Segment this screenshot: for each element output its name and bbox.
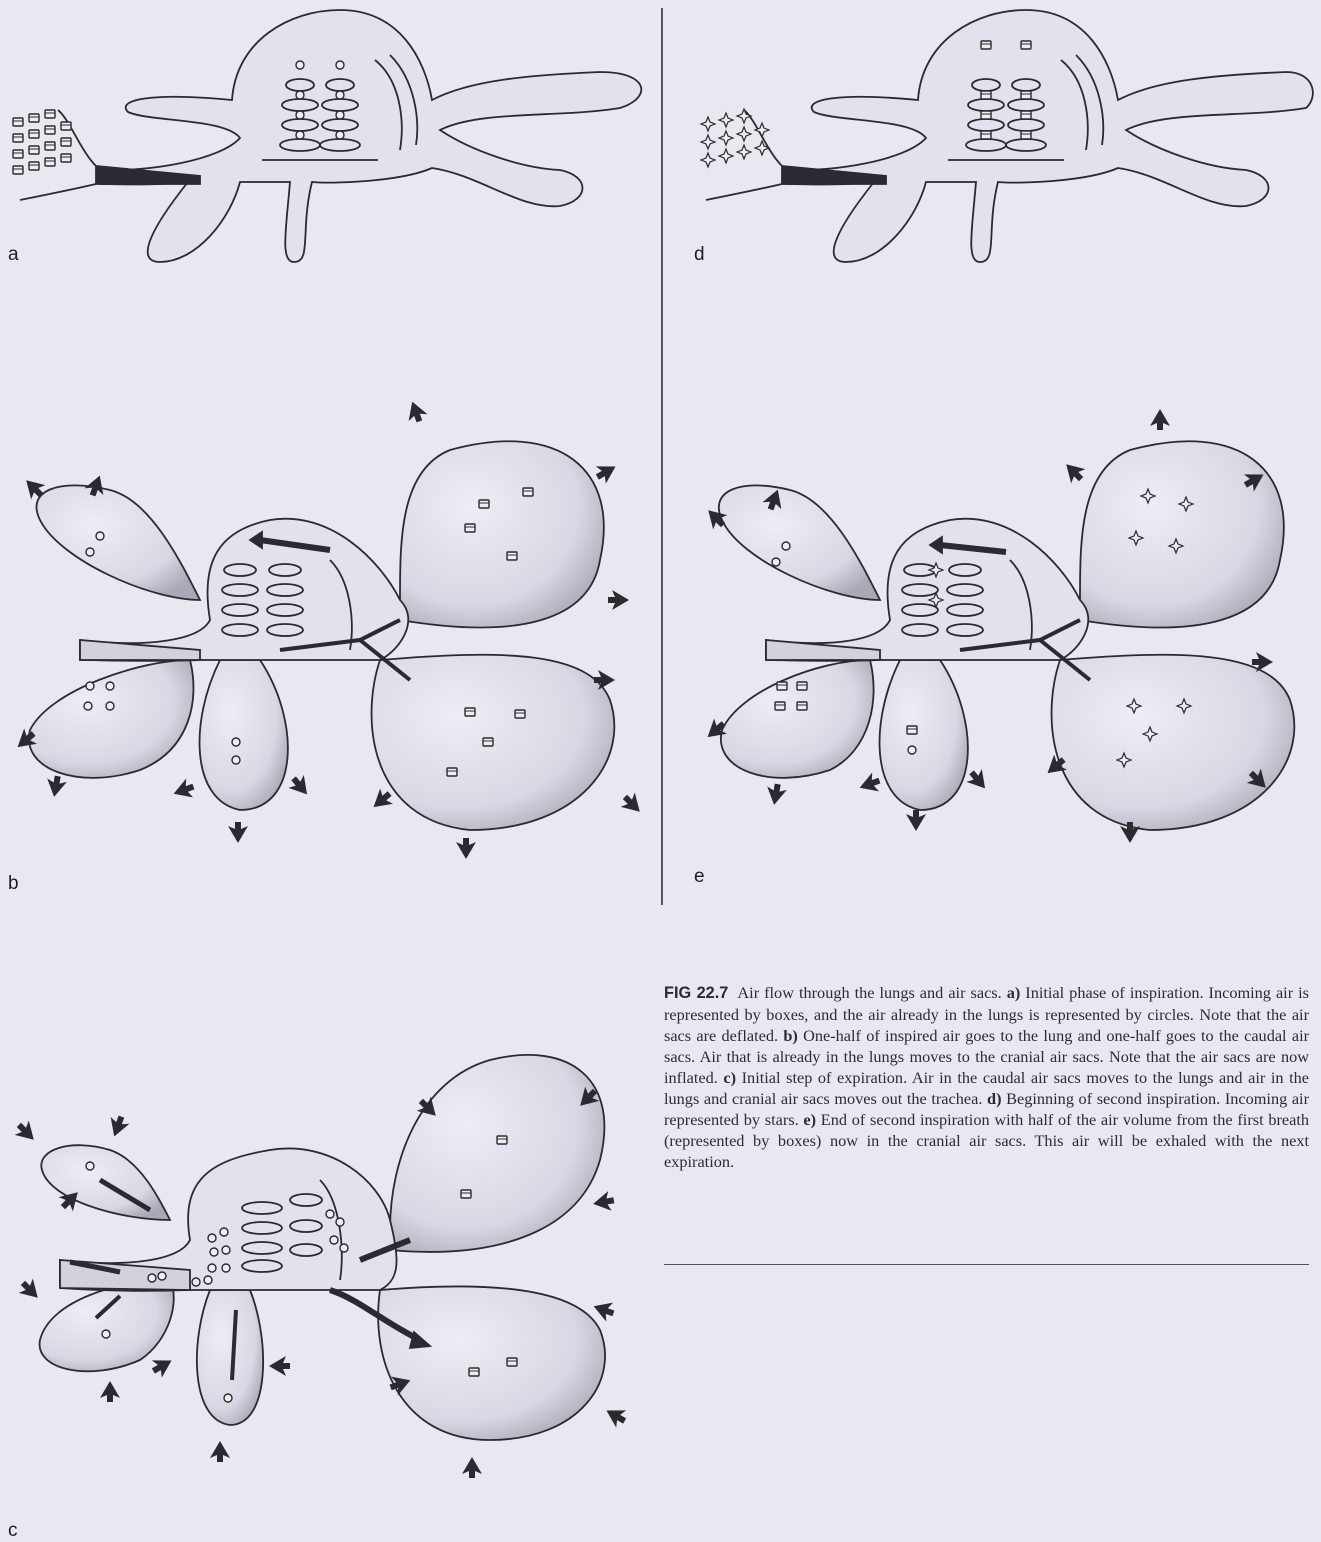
cranial-sac-1	[36, 485, 200, 600]
cranial-sac-2	[29, 660, 194, 778]
panel-c-drawing	[40, 1055, 605, 1440]
panel-b-drawing	[29, 441, 614, 830]
panel-label-a: a	[8, 244, 19, 266]
caption-part-letter: b)	[783, 1026, 797, 1045]
panel-label-d: d	[694, 244, 705, 266]
panel-label-e: e	[694, 866, 705, 888]
incoming-stars-d	[701, 109, 769, 167]
figure-caption: FIG 22.7 Air flow through the lungs and …	[664, 982, 1309, 1172]
caption-part-letter: c)	[723, 1068, 736, 1087]
abdominal-sac-2	[1052, 655, 1295, 830]
thoracic-sac	[197, 1290, 263, 1425]
abdominal-sac-1	[400, 441, 604, 627]
lung-body	[786, 10, 1313, 262]
panel-label-c: c	[8, 1520, 18, 1542]
panel-label-b: b	[8, 873, 19, 895]
abdominal-sac-1	[1080, 441, 1284, 627]
panel-e-drawing	[719, 441, 1294, 830]
abdominal-sac-2	[378, 1286, 605, 1440]
thoracic-sac	[880, 660, 968, 810]
panel-d-drawing	[706, 10, 1313, 262]
incoming-boxes-a	[13, 110, 71, 174]
panel-a-drawing	[20, 10, 641, 262]
caption-title: Air flow through the lungs and air sacs.	[737, 983, 1001, 1002]
lung-body	[100, 10, 641, 262]
cranial-sac-2	[721, 660, 874, 778]
caption-part-letter: d)	[987, 1089, 1001, 1108]
figure-number: FIG 22.7	[664, 984, 728, 1002]
cranial-sac-2	[40, 1280, 174, 1371]
incoming-air-cone	[20, 110, 96, 200]
thoracic-sac	[200, 660, 288, 810]
caption-part-letter: e)	[803, 1110, 816, 1129]
caption-rule	[664, 1264, 1309, 1265]
abdominal-sac-1	[390, 1055, 604, 1252]
cranial-sac-1	[719, 485, 880, 600]
caption-part-letter: a)	[1007, 983, 1021, 1002]
